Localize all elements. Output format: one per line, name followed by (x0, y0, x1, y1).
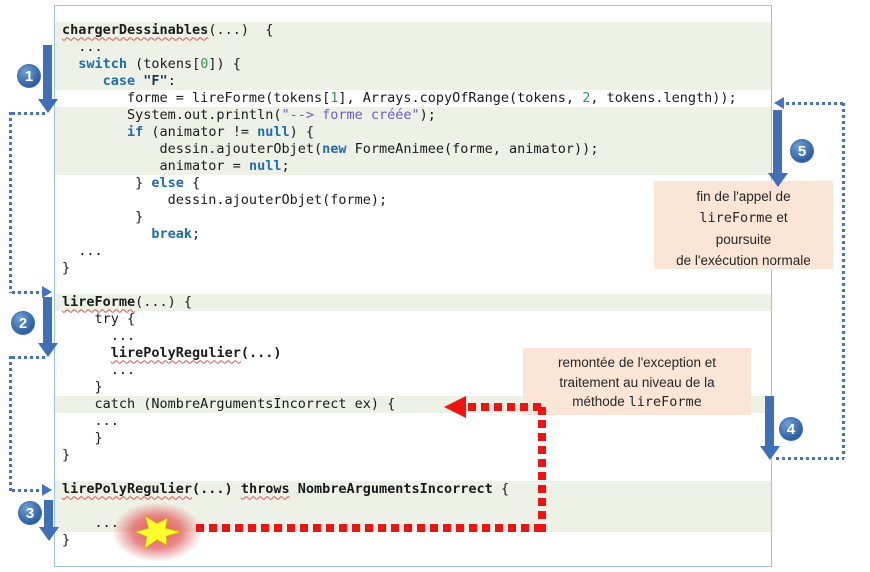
dotted-return-path-arrowhead (774, 97, 784, 109)
dotted-call-path-1-side (9, 112, 12, 293)
code-line: case "F": (55, 72, 771, 90)
exception-path-vertical (538, 407, 546, 532)
flow-arrow-5-head (768, 173, 788, 187)
callout-normal-return: fin de l'appel de lireForme et poursuite… (654, 181, 833, 269)
code-line: lireForme(...) { (55, 293, 771, 311)
flow-arrow-5 (773, 110, 782, 174)
exception-path-arrowhead (444, 396, 466, 418)
dotted-call-path-2-side (9, 356, 12, 492)
callout-normal-return-line3: poursuite (715, 232, 772, 247)
callout-exception-line3: méthode lireForme (572, 394, 702, 410)
code-line (55, 497, 771, 515)
step-badge-3: 3 (18, 501, 42, 525)
code-line: lirePolyRegulier(...) throws NombreArgum… (55, 480, 771, 498)
dotted-call-path-1-arrowhead (42, 286, 52, 298)
code-line: } (62, 208, 144, 225)
dotted-call-path-1-top (12, 112, 48, 115)
dotted-call-path-1-bottom (12, 291, 42, 294)
flow-arrow-3 (44, 500, 53, 528)
callout-exception-propagation: remontée de l'exception et traitement au… (523, 348, 751, 415)
exception-burst-icon (112, 502, 202, 562)
dotted-return-path-bottom (776, 457, 844, 460)
code-line: switch (tokens[0]) { (55, 55, 771, 73)
code-line: try { (62, 310, 136, 327)
code-line: forme = lireForme(tokens[1], Arrays.copy… (62, 89, 737, 106)
flow-arrow-1-head (38, 99, 58, 113)
code-line: ... (62, 242, 103, 259)
step-badge-4: 4 (779, 417, 803, 441)
code-line: System.out.println("--> forme créée"); (55, 106, 771, 124)
dotted-call-path-2-top (12, 356, 48, 359)
callout-exception-line2: traitement au niveau de la (559, 374, 715, 390)
code-line: chargerDessinables(...) { (55, 21, 771, 39)
dotted-call-path-2-arrowhead (42, 484, 52, 496)
flow-arrow-4 (765, 396, 774, 447)
code-line: lirePolyRegulier(...) (110, 344, 282, 361)
code-line: dessin.ajouterObjet(new FormeAnimee(form… (55, 140, 771, 158)
flow-arrow-2-head (38, 343, 58, 357)
code-line: break; (151, 225, 201, 242)
callout-normal-return-line2: lireForme et (699, 210, 788, 226)
code-line: } else { (62, 174, 201, 191)
dotted-call-path-2-bottom (12, 489, 42, 492)
code-line: } (62, 259, 71, 276)
callout-exception-line1: remontée de l'exception et (558, 355, 716, 370)
code-line: dessin.ajouterObjet(forme); (62, 191, 388, 208)
code-line: } (62, 429, 103, 446)
dotted-return-path-top (786, 102, 843, 105)
code-line: } (62, 446, 71, 463)
code-line: ... (62, 327, 136, 344)
code-line (55, 464, 771, 481)
code-panel: chargerDessinables(...) { ... switch (to… (54, 5, 772, 567)
code-listing: chargerDessinables(...) { ... switch (to… (55, 21, 771, 549)
step-badge-5: 5 (790, 139, 814, 163)
code-line: ... (62, 412, 119, 429)
callout-normal-return-line4: de l'exécution normale (676, 253, 811, 268)
flow-arrow-3-head (39, 527, 59, 541)
code-line: } (62, 531, 71, 548)
dotted-return-path-side (842, 103, 845, 458)
code-line: ... (55, 38, 771, 56)
code-line (55, 277, 771, 294)
flow-arrow-1 (43, 45, 52, 100)
step-badge-2: 2 (11, 311, 35, 335)
code-line: if (animator != null) { (55, 123, 771, 141)
step-badge-1: 1 (17, 64, 41, 88)
code-line: ... (62, 361, 136, 378)
flow-arrow-4-head (760, 446, 780, 460)
code-line: } (62, 378, 103, 395)
callout-normal-return-line1: fin de l'appel de (696, 189, 791, 204)
code-line: animator = null; (55, 157, 771, 175)
exception-path-bottom (196, 524, 542, 532)
flow-arrow-2 (43, 297, 52, 344)
exception-path-top (468, 403, 542, 411)
